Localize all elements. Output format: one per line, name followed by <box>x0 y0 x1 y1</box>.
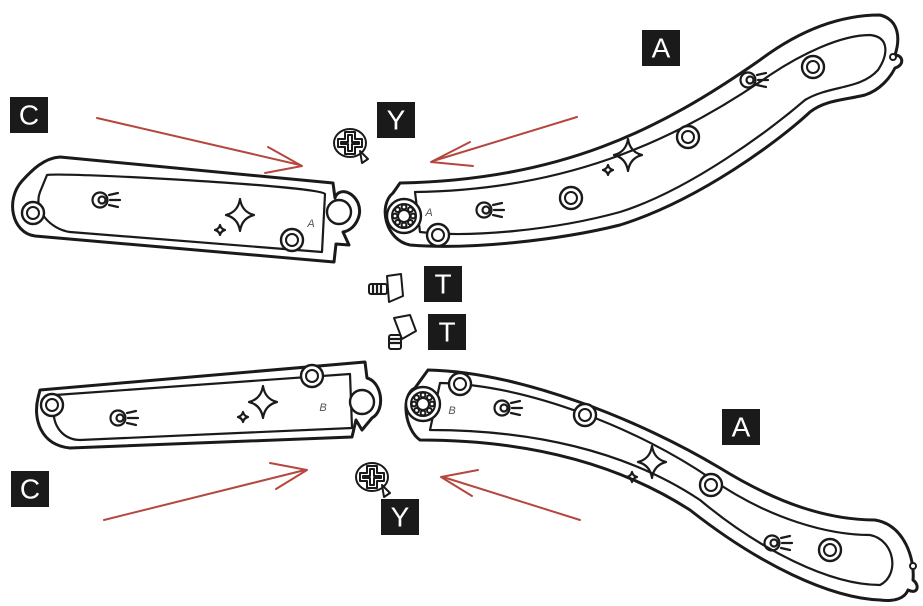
arrow-bottom-right <box>440 469 581 521</box>
hole-icon <box>20 200 46 226</box>
hole-icon <box>299 363 325 389</box>
tag-t-lower: T <box>428 314 466 350</box>
pin-hole <box>909 562 917 570</box>
hole-icon <box>558 185 584 211</box>
part-mark: B <box>448 405 455 417</box>
arrow-line <box>103 469 306 521</box>
handle-c-top: A <box>11 155 361 264</box>
hole-icon <box>425 222 451 248</box>
svg-text:Y: Y <box>387 105 406 136</box>
hole-icon <box>698 472 724 498</box>
tag-c-top: C <box>10 97 48 133</box>
hole-icon <box>39 392 65 418</box>
arrow-head <box>440 469 479 497</box>
handle-a-bottom: B <box>404 368 919 602</box>
handle-c-bottom: B <box>35 360 383 450</box>
svg-text:A: A <box>652 33 671 64</box>
part-mark: A <box>306 218 314 230</box>
tag-t-upper: T <box>424 266 462 302</box>
t-pin-icon <box>387 314 417 350</box>
svg-text:T: T <box>434 269 451 300</box>
tag-y-top: Y <box>377 102 415 138</box>
svg-text:T: T <box>438 317 455 348</box>
tag-c-bottom: C <box>11 471 49 507</box>
arrow-head <box>269 462 308 490</box>
hole-icon <box>447 371 473 397</box>
svg-text:A: A <box>732 412 751 443</box>
arrow-line <box>96 117 301 166</box>
arrow-head <box>264 146 303 174</box>
hole-icon <box>817 537 843 563</box>
hole-icon <box>572 402 598 428</box>
svg-text:Y: Y <box>391 502 410 533</box>
hole-icon <box>279 227 305 253</box>
tag-a-top: A <box>642 30 680 66</box>
pivot-hole <box>348 388 376 416</box>
cross-head-screw-icon <box>355 462 391 498</box>
part-mark: B <box>319 402 326 414</box>
arrow-bottom-left <box>103 462 308 521</box>
tag-y-bottom: Y <box>381 499 419 535</box>
arrow-head <box>430 141 474 167</box>
bearing-icon <box>385 197 423 235</box>
pin-hole <box>889 53 897 61</box>
arrow-top-right <box>430 116 578 167</box>
arrow-line <box>432 116 578 162</box>
bearing-icon <box>404 385 442 423</box>
part-mark: A <box>424 207 432 219</box>
hole-icon <box>800 54 826 80</box>
handle-a-top: A <box>383 13 904 248</box>
hole-icon <box>675 124 701 150</box>
cross-head-screw-icon <box>333 128 369 164</box>
arrow-top-left <box>96 117 303 174</box>
t-pin-icon <box>368 273 404 303</box>
svg-text:C: C <box>19 100 39 131</box>
arrow-line <box>442 476 581 521</box>
tag-a-bottom: A <box>722 409 760 445</box>
svg-text:C: C <box>20 474 40 505</box>
pivot-hole <box>325 198 353 226</box>
